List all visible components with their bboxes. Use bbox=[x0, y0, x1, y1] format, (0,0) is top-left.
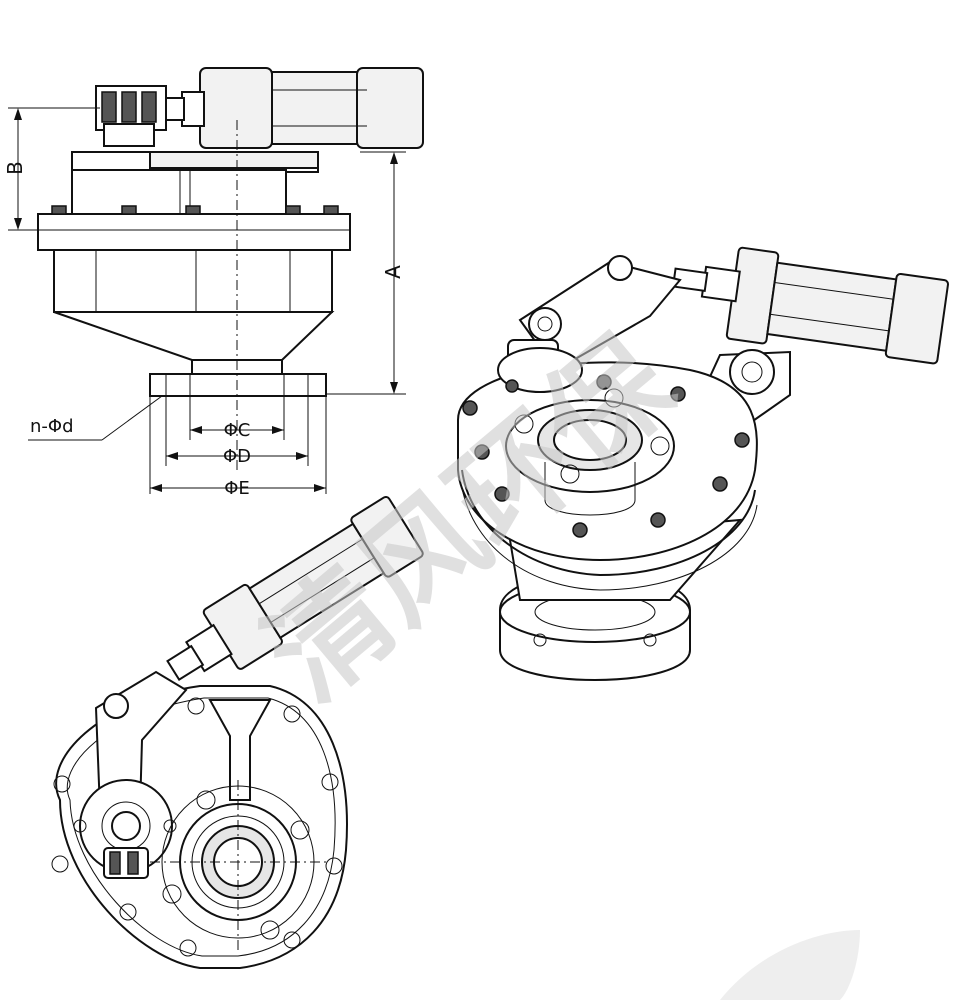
dim-label-phi-c: ΦC bbox=[224, 420, 251, 441]
dimension-text: B A ΦC ΦD ΦE n-Φd bbox=[3, 161, 405, 499]
plan-bolts bbox=[51, 697, 343, 957]
plan-view bbox=[51, 495, 424, 969]
dim-label-b: B bbox=[3, 161, 27, 175]
dim-label-bolt-holes: n-Φd bbox=[30, 416, 74, 437]
outlet-flange bbox=[149, 373, 327, 397]
dim-label-a: A bbox=[381, 265, 405, 279]
plan-cylinder bbox=[166, 495, 424, 682]
dim-label-phi-e: ΦE bbox=[224, 478, 250, 499]
gear-housing bbox=[71, 169, 287, 215]
iso-bolts bbox=[462, 374, 750, 538]
pneumatic-cylinder bbox=[95, 67, 424, 149]
isometric-view bbox=[457, 246, 950, 681]
plan-chute bbox=[208, 699, 272, 801]
dimension-lines bbox=[8, 107, 406, 494]
valve-body bbox=[53, 249, 333, 313]
front-elevation-view bbox=[37, 67, 424, 470]
cone-hopper bbox=[53, 311, 335, 361]
dim-label-phi-d: ΦD bbox=[223, 446, 251, 467]
iso-cylinder bbox=[671, 246, 950, 365]
body-flange bbox=[37, 213, 351, 251]
watermark-leaf bbox=[720, 930, 860, 1000]
